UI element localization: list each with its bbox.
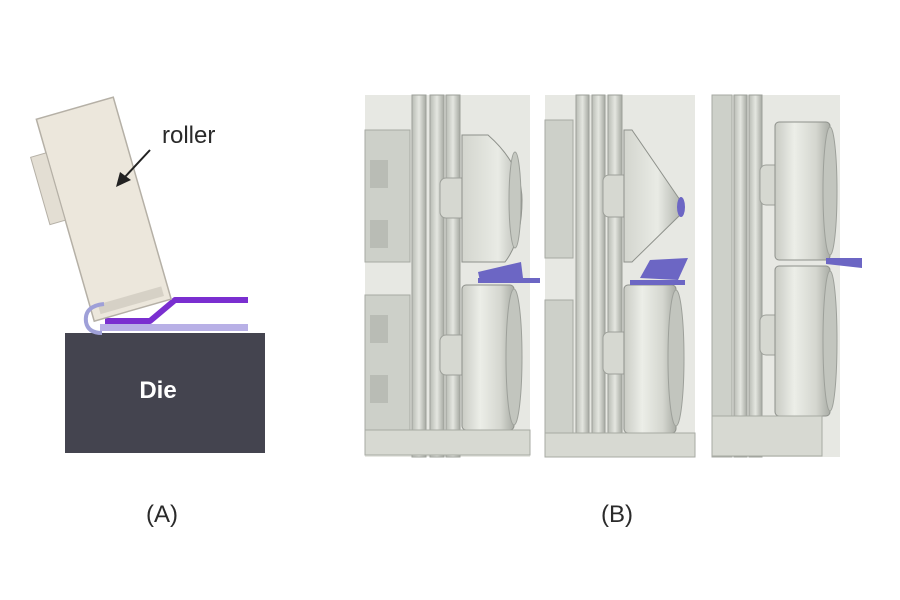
workpiece-2 — [640, 258, 688, 280]
upper-roller-3 — [774, 121, 831, 261]
workpiece-3 — [826, 258, 862, 268]
upper-roller-1 — [461, 134, 523, 263]
roller-arrowhead — [116, 172, 131, 187]
base-sheet — [100, 324, 248, 331]
machine-view-1 — [364, 94, 540, 458]
roller-arrow — [123, 149, 151, 179]
roller-tip — [83, 302, 105, 335]
die-block — [65, 333, 265, 453]
lower-roller-3 — [774, 265, 831, 417]
panel-b: (B) — [364, 94, 862, 528]
die-label: Die — [139, 377, 176, 404]
machine-view-3 — [711, 94, 862, 458]
machine-view-2 — [544, 94, 696, 458]
bent-flange — [105, 297, 248, 324]
caption-b: (B) — [601, 501, 633, 528]
workpiece-1 — [478, 262, 523, 281]
caption-a: (A) — [146, 501, 178, 528]
roller-tool — [30, 96, 173, 323]
roller-label: roller — [162, 122, 215, 149]
panel-a: roller Die (A) — [30, 96, 265, 528]
